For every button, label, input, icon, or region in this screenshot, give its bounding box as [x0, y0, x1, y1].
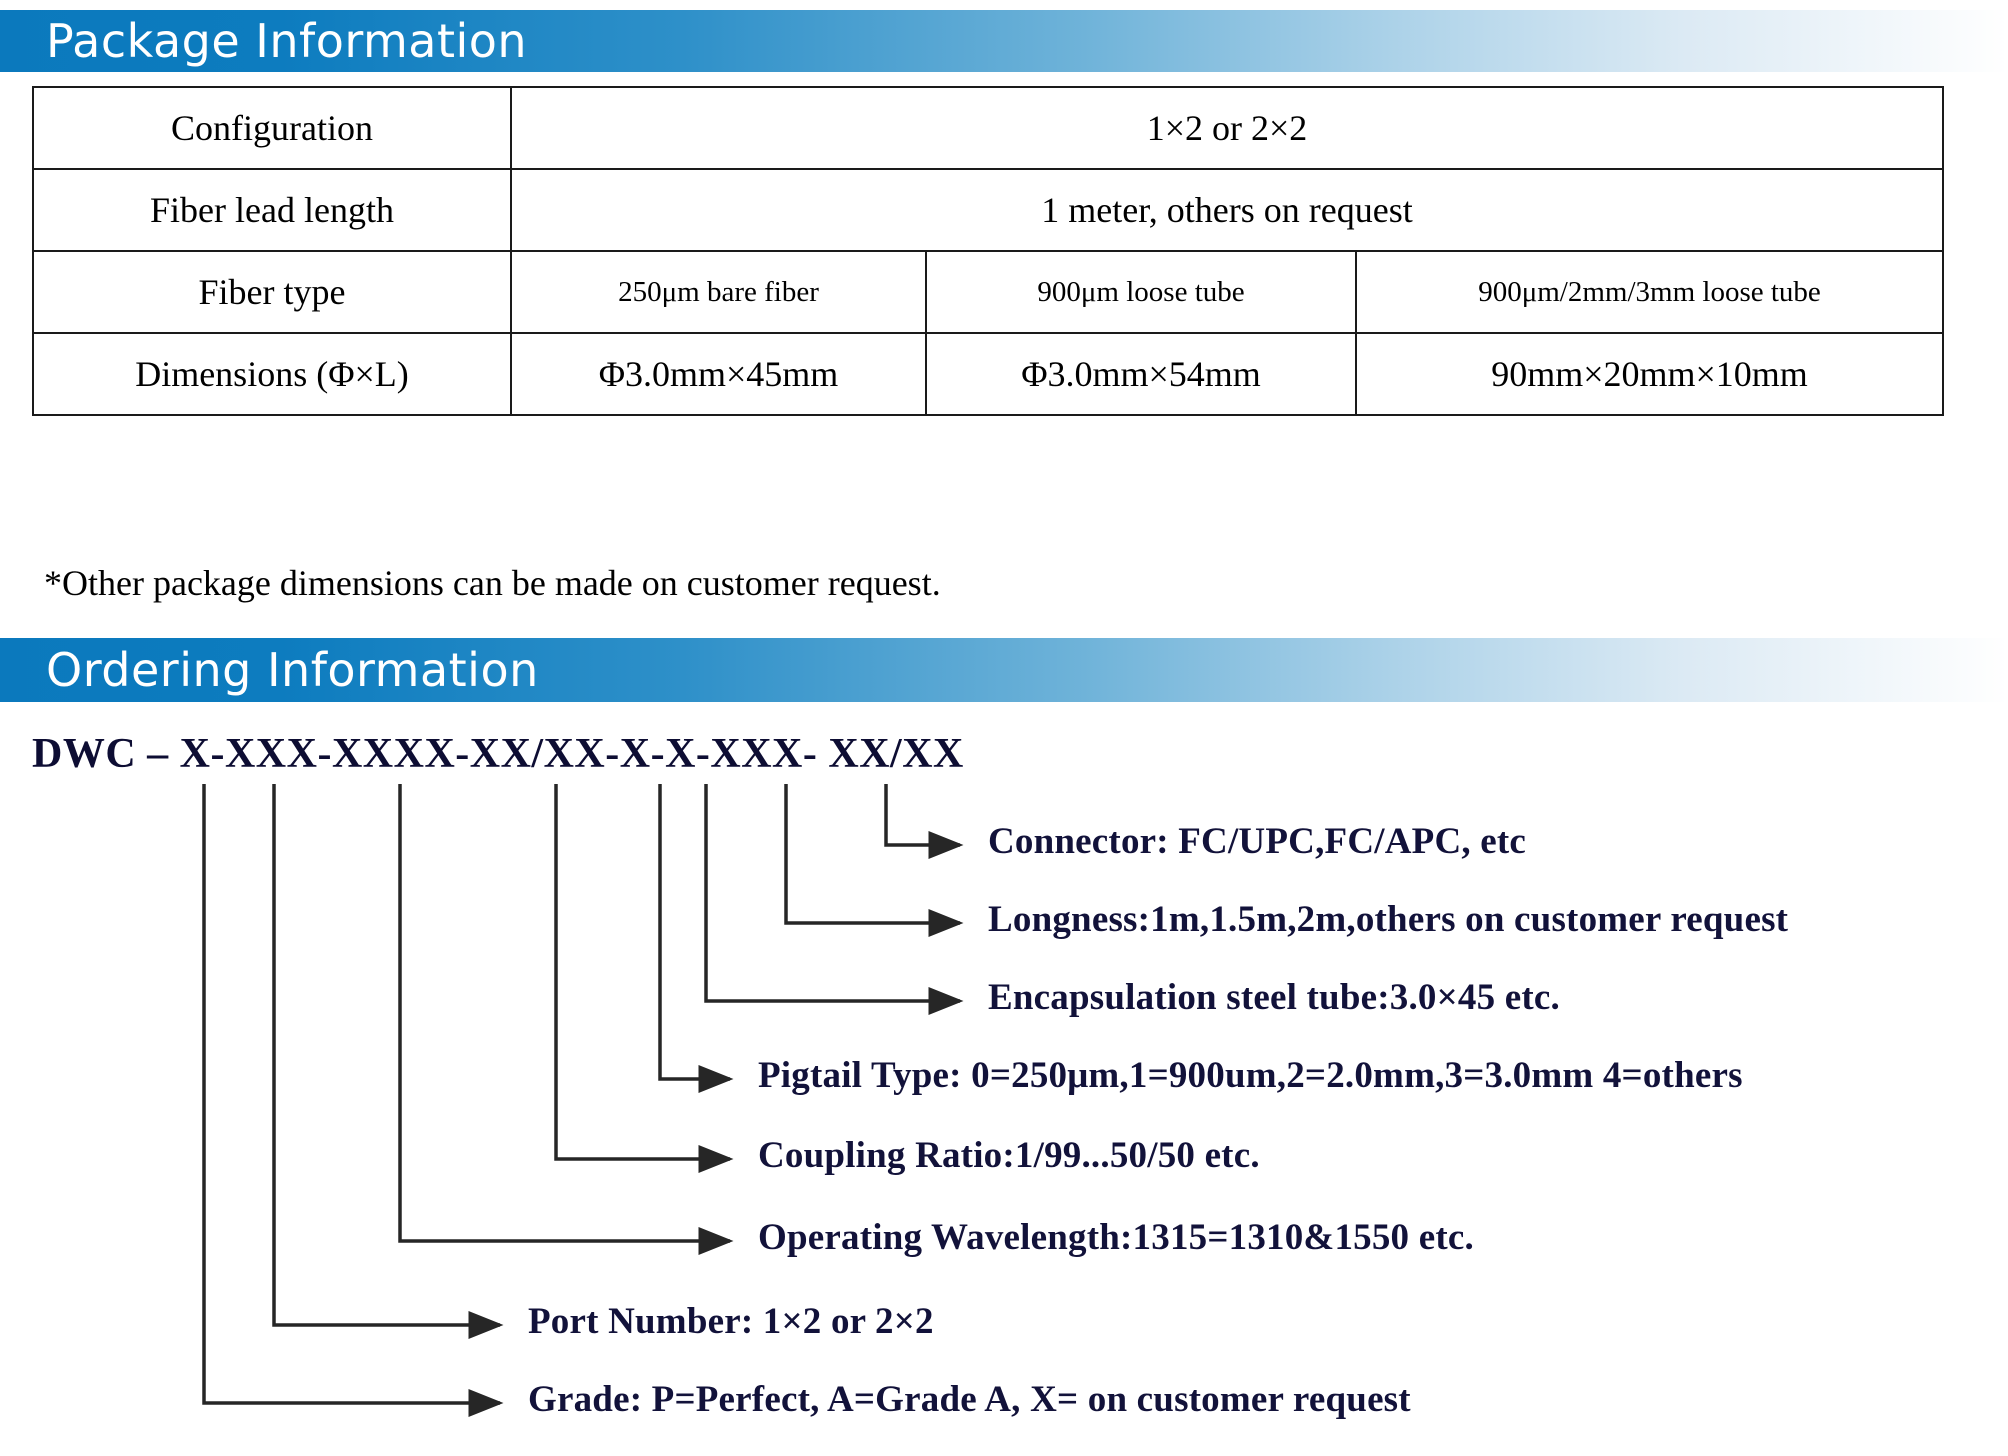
row-value-fiber-type-2: 900μm loose tube	[925, 250, 1357, 334]
table-row: Fiber lead length 1 meter, others on req…	[32, 168, 1945, 252]
package-information-table: Configuration 1×2 or 2×2 Fiber lead leng…	[32, 86, 1945, 416]
row-value-dimensions-1: Φ3.0mm×45mm	[510, 332, 927, 416]
callout-longness: Longness:1m,1.5m,2m,others on customer r…	[988, 899, 1789, 940]
table-row: Fiber type 250μm bare fiber 900μm loose …	[32, 250, 1945, 334]
leader-connector	[884, 784, 964, 859]
callout-port-number: Port Number: 1×2 or 2×2	[528, 1301, 934, 1342]
table-row: Configuration 1×2 or 2×2	[32, 86, 1945, 170]
table-row: Dimensions (Φ×L) Φ3.0mm×45mm Φ3.0mm×54mm…	[32, 332, 1945, 416]
package-information-banner: Package Information	[0, 10, 2008, 72]
row-value-configuration: 1×2 or 2×2	[509, 86, 1945, 170]
leader-encapsulation	[704, 784, 964, 1015]
leader-grade	[202, 784, 504, 1417]
callout-grade: Grade: P=Perfect, A=Grade A, X= on custo…	[528, 1379, 1411, 1420]
package-information-title: Package Information	[46, 14, 528, 68]
callout-pigtail-type: Pigtail Type: 0=250μm,1=900um,2=2.0mm,3=…	[758, 1055, 1743, 1096]
ordering-code-string: DWC – X-XXX-XXXX-XX/XX-X-X-XXX- XX/XX	[32, 731, 964, 777]
callout-connector: Connector: FC/UPC,FC/APC, etc	[988, 821, 1527, 862]
ordering-information-title: Ordering Information	[46, 643, 539, 697]
leader-port	[272, 784, 504, 1339]
callout-encapsulation: Encapsulation steel tube:3.0×45 etc.	[988, 977, 1560, 1018]
row-label-dimensions: Dimensions (Φ×L)	[32, 332, 512, 416]
leader-coupling	[554, 784, 734, 1173]
row-value-fiber-type-3: 900μm/2mm/3mm loose tube	[1354, 250, 1945, 334]
callout-operating-wavelength: Operating Wavelength:1315=1310&1550 etc.	[758, 1217, 1474, 1258]
leader-pigtail	[658, 784, 734, 1093]
package-footnote: *Other package dimensions can be made on…	[44, 563, 941, 603]
row-value-fiber-lead-length: 1 meter, others on request	[509, 168, 1945, 252]
leader-wavelength	[398, 784, 734, 1255]
row-value-dimensions-2: Φ3.0mm×54mm	[925, 332, 1357, 416]
leader-longness	[784, 784, 964, 937]
row-value-dimensions-3: 90mm×20mm×10mm	[1354, 332, 1945, 416]
row-label-fiber-type: Fiber type	[32, 250, 512, 334]
row-value-fiber-type-1: 250μm bare fiber	[510, 250, 927, 334]
ordering-information-banner: Ordering Information	[0, 638, 2008, 702]
callout-coupling-ratio: Coupling Ratio:1/99...50/50 etc.	[758, 1135, 1260, 1176]
row-label-fiber-lead-length: Fiber lead length	[32, 168, 512, 252]
row-label-configuration: Configuration	[32, 86, 512, 170]
